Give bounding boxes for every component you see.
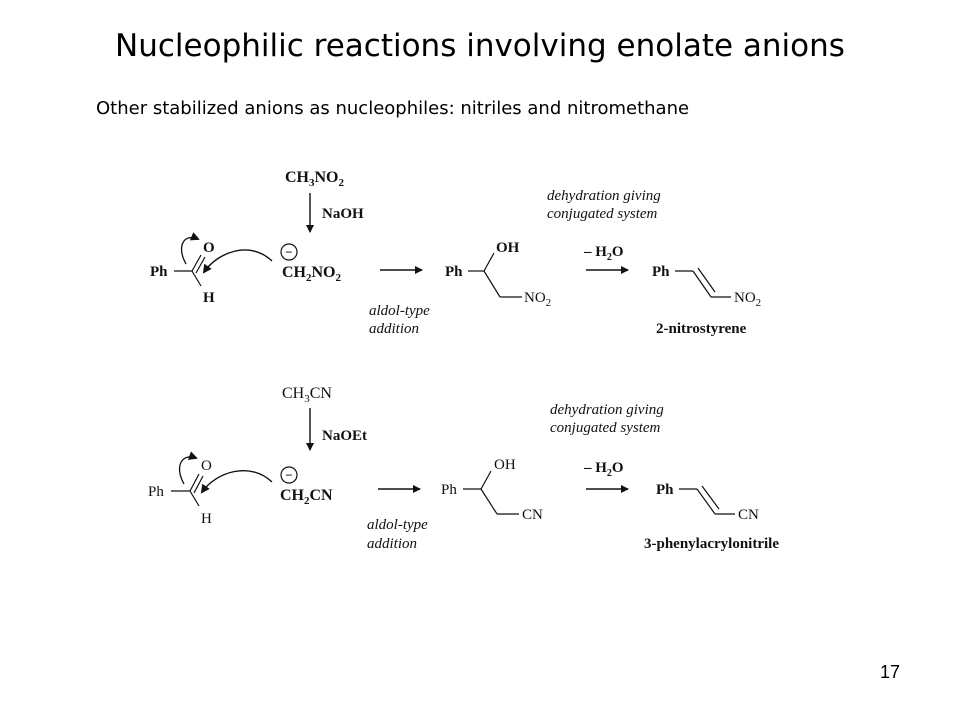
charge-symbol-2: − [285,468,292,483]
nucleophilic-attack-arrow-icon-2 [200,469,273,494]
anion-ch2cn: CH2CN [280,487,333,507]
slide-title: Nucleophilic reactions involving enolate… [115,28,845,64]
scheme-acetonitrile: CH3CN NaOEt Ph O H − CH2CN aldol-type ad… [148,385,779,552]
product-no2: NO2 [734,290,761,309]
dehydration-label-line1-2: dehydration giving [550,402,664,418]
water-loss-2: – H2O [583,460,624,479]
reagent-ch3no2: CH3NO2 [285,169,345,189]
base-naoet: NaOEt [322,428,367,444]
product-ph-2: Ph [656,482,674,498]
aldol-label-line1: aldol-type [369,303,430,319]
product-cn: CN [738,507,759,523]
dehydration-label-line2: conjugated system [547,206,658,222]
adduct-ph-2: Ph [441,482,457,498]
curved-arrow-to-oxygen-icon-2 [179,451,198,485]
carbonyl-oxygen-2: O [201,458,212,474]
page-number: 17 [880,662,901,682]
aldol-label-line2: addition [369,321,419,337]
negative-charge-icon-2 [280,466,298,484]
slide-subtitle: Other stabilized anions as nucleophiles:… [96,98,690,119]
anion-ch2no2: CH2NO2 [282,264,342,284]
aldol-label-line2-2: addition [367,536,417,552]
dehydration-label-line2-2: conjugated system [550,420,661,436]
adduct-oh: OH [496,240,520,256]
benzaldehyde-ph: Ph [150,264,168,280]
product-ph: Ph [652,264,670,280]
curved-arrow-to-oxygen-icon [181,232,200,265]
aldol-label-line1-2: aldol-type [367,517,428,533]
product-name-phenylacrylonitrile: 3-phenylacrylonitrile [644,536,779,552]
charge-symbol: − [285,245,292,260]
aldehyde-hydrogen: H [203,290,215,306]
adduct-no2: NO2 [524,290,551,309]
product-name-nitrostyrene: 2-nitrostyrene [656,321,747,337]
base-naoh: NaOH [322,206,364,222]
dehydration-label-line1: dehydration giving [547,188,661,204]
adduct-ph: Ph [445,264,463,280]
aldehyde-hydrogen-2: H [201,511,212,527]
benzaldehyde-ph-2: Ph [148,484,164,500]
negative-charge-icon [280,243,298,261]
nucleophilic-attack-arrow-icon [202,249,273,274]
reagent-ch3cn: CH3CN [282,385,332,405]
adduct-cn: CN [522,507,543,523]
carbonyl-oxygen: O [203,240,215,256]
scheme-nitromethane: CH3NO2 NaOH Ph O H − CH2NO2 aldol-type a… [150,169,761,337]
adduct-oh-2: OH [494,457,516,473]
water-loss: – H2O [583,244,624,263]
